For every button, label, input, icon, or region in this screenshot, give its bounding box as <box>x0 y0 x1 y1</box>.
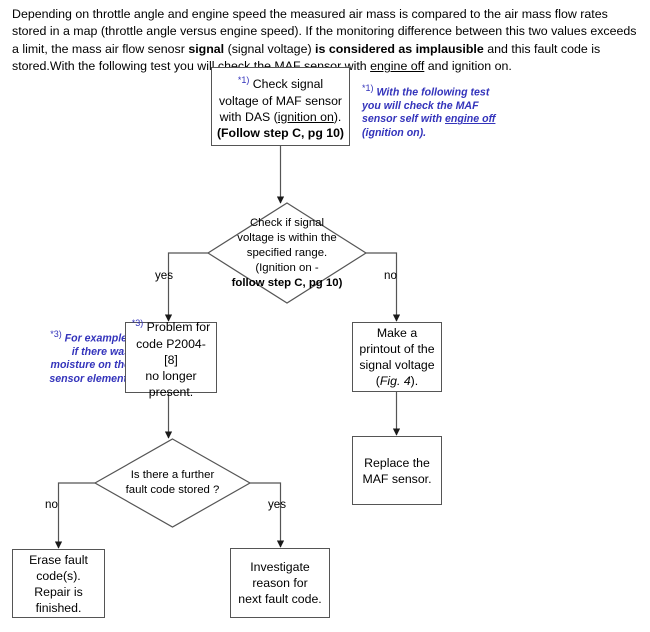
footnote-marker-1-note: *1) <box>362 83 374 93</box>
footnote-marker-1: *1) <box>237 75 250 86</box>
node-investigate-line-2: reason for <box>252 576 308 590</box>
intro-line-3-c: (signal voltage) <box>224 41 316 56</box>
node-replace-maf-sensor[interactable]: Replace the MAF sensor. <box>352 436 442 505</box>
node-printout-line-3: signal voltage <box>359 358 435 372</box>
branch-label-further-yes: yes <box>268 498 287 511</box>
note-1-line-4: (ignition on). <box>362 126 427 139</box>
node-check-signal-line-4: (Follow step C, pg 10) <box>216 125 345 140</box>
note-3-line-2: if there was <box>71 345 130 358</box>
intro-line-1: Depending on throttle angle and engine s… <box>12 7 608 39</box>
underline-ignition-on: ignition on <box>277 109 334 124</box>
diamond-shape-1 <box>206 202 368 304</box>
intro-underline-engine-off: engine off <box>370 59 425 74</box>
node-investigate-line-1: Investigate <box>250 560 310 574</box>
note-3-line-1: *3) For example, <box>50 329 130 345</box>
node-replace-line-2: MAF sensor. <box>362 471 432 486</box>
node-printout-line-4: (Fig. 4). <box>375 374 419 388</box>
decision-further-fault-code[interactable]: Is there a further fault code stored ? <box>93 438 252 528</box>
note-1-line-3: sensor self with engine off <box>362 113 496 126</box>
branch-label-further-no: no <box>45 498 58 511</box>
decision-signal-in-range[interactable]: Check if signal voltage is within the sp… <box>206 202 368 304</box>
node-printout-line-1: Make a <box>376 326 418 340</box>
decision-2-line-2: fault code stored ? <box>125 484 220 496</box>
intro-line-3-e: and this fault code is stored.With the <box>12 41 601 74</box>
annotation-note-1: *1) With the following test you will che… <box>362 82 512 140</box>
decision-1-line-4: (Ignition on - <box>255 261 319 274</box>
decision-1-line-1: Check if signal <box>249 216 325 229</box>
footnote-marker-3-note: *3) <box>50 329 62 339</box>
branch-label-range-yes: yes <box>155 269 174 282</box>
node-check-signal-voltage[interactable]: *1) Check signal voltage of MAF sensor w… <box>211 67 350 146</box>
node-problem-no-longer-present[interactable]: *3) Problem for code P2004-[8] no longer… <box>125 318 217 399</box>
note-3-line-4: sensor element. <box>49 372 130 385</box>
node-problem-line-1: *3) Problem for <box>131 318 211 335</box>
node-problem-line-2: code P2004-[8] <box>136 336 206 367</box>
node-erase-line-2: code(s). <box>36 568 81 583</box>
node-make-printout[interactable]: Make a printout of the signal voltage (F… <box>352 322 442 392</box>
node-check-signal-line-2: voltage of MAF sensor <box>218 93 343 108</box>
intro-line-2: in a map (throttle angle versus engine s… <box>12 24 637 56</box>
annotation-note-3: *3) For example, if there was moisture o… <box>20 328 130 386</box>
note-3-line-3: moisture on the <box>50 359 130 372</box>
intro-line-4-c: and ignition on. <box>424 59 512 74</box>
footnote-marker-3: *3) <box>131 318 144 329</box>
diamond-shape-2 <box>93 438 252 528</box>
node-check-signal-line-1: *1) Check signal <box>237 75 324 92</box>
node-printout-line-2: printout of the <box>359 342 435 356</box>
node-erase-line-1: Erase fault <box>29 552 88 567</box>
decision-1-line-2: voltage is within the <box>237 231 337 244</box>
node-problem-line-4: present. <box>148 384 194 399</box>
decision-1-label: Check if signal voltage is within the sp… <box>208 203 366 303</box>
note-1-underline-engine-off: engine off <box>445 113 496 126</box>
intro-line-3-a: the mass air flow senosr <box>51 41 189 56</box>
intro-paragraph: Depending on throttle angle and engine s… <box>12 6 642 76</box>
decision-1-line-5: follow step C, pg 10) <box>231 276 343 289</box>
node-check-signal-line-3: with DAS (ignition on). <box>219 109 342 124</box>
node-erase-line-3: Repair is <box>34 584 83 599</box>
decision-2-label: Is there a further fault code stored ? <box>95 439 250 527</box>
node-erase-fault-codes[interactable]: Erase fault code(s). Repair is finished. <box>12 549 105 618</box>
intro-bold-signal: signal <box>188 41 225 56</box>
node-investigate-next-fault-code[interactable]: Investigate reason for next fault code. <box>230 548 330 618</box>
note-1-line-2: you will check the MAF <box>362 99 479 112</box>
intro-bold-implausible: is considered as implausible <box>315 41 484 56</box>
node-problem-line-3: no longer <box>145 368 197 383</box>
node-erase-line-4: finished. <box>35 600 82 615</box>
note-1-line-1: *1) With the following test <box>362 83 490 99</box>
node-investigate-line-3: next fault code. <box>238 592 322 606</box>
node-replace-line-1: Replace the <box>364 455 430 470</box>
branch-label-range-no: no <box>384 269 397 282</box>
figure-reference: Fig. 4 <box>379 374 411 388</box>
decision-2-line-1: Is there a further <box>130 469 215 481</box>
decision-1-line-3: specified range. <box>246 246 328 259</box>
